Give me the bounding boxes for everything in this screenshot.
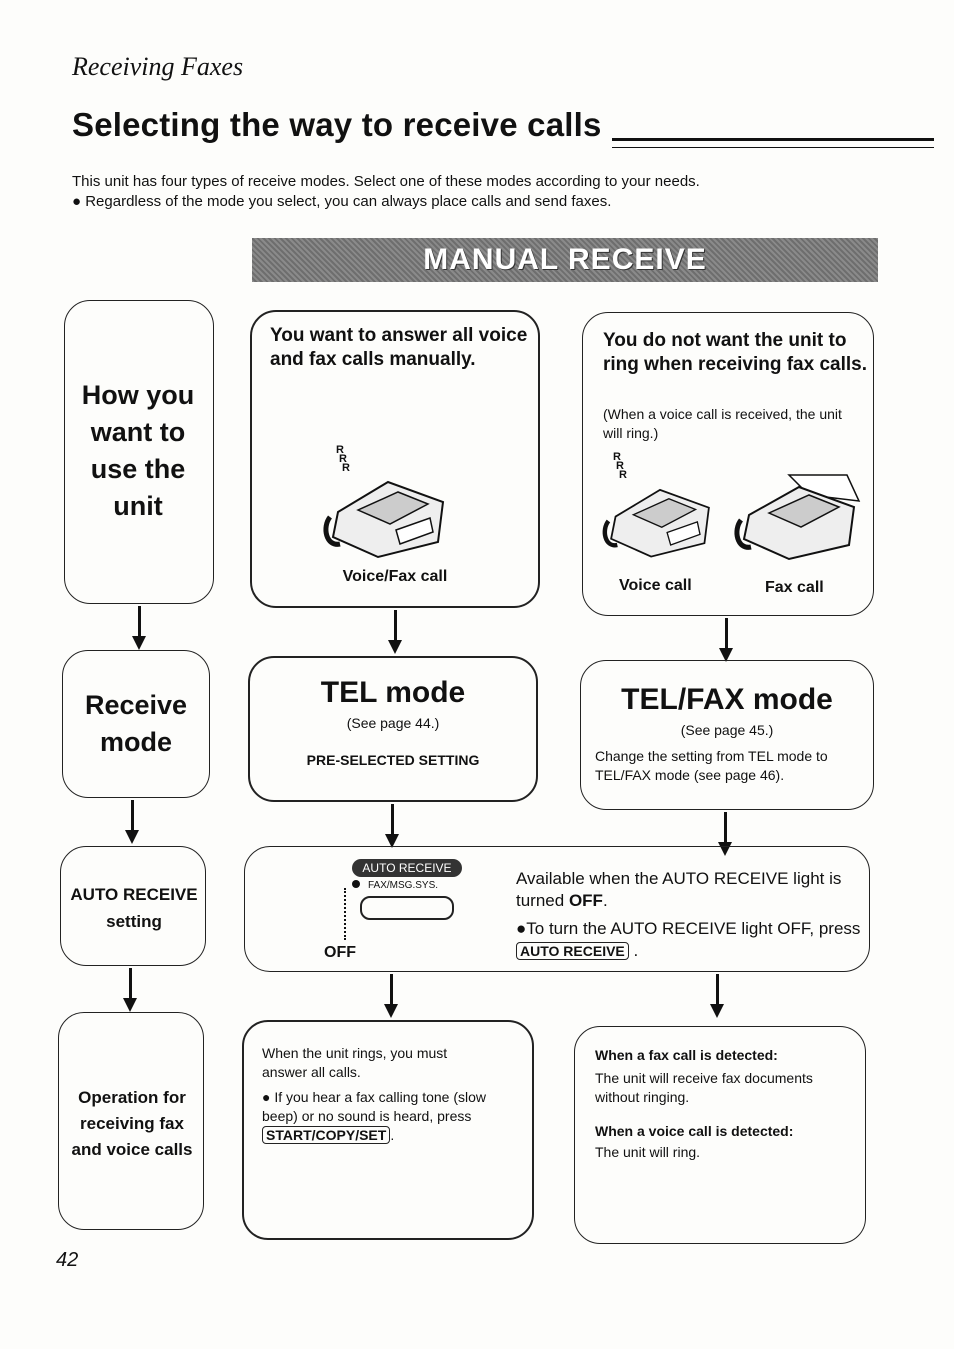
- lamp-sub-label: FAX/MSG.SYS.: [368, 880, 439, 891]
- tel-need-text: You want to answer all voice and fax cal…: [270, 325, 528, 370]
- telfax-need-text: You do not want the unit to ring when re…: [603, 330, 867, 375]
- tel-mode-title: TEL mode: [320, 676, 466, 709]
- telfax-need-note: (When a voice call is received, the unit…: [603, 406, 842, 441]
- row-auto-receive-label: AUTO RECEIVE setting: [70, 885, 198, 931]
- voice-detected-text: The unit will ring.: [595, 1144, 701, 1160]
- banner-text: MANUAL RECEIVE: [423, 243, 707, 276]
- tel-mode-page: (See page 44.): [346, 715, 440, 731]
- title-rule: [612, 138, 934, 148]
- voice-call-caption: Voice call: [619, 577, 692, 594]
- intro-line-1: This unit has four types of receive mode…: [72, 173, 700, 190]
- arrow-down-icon: [719, 618, 733, 662]
- lamp-leader-line: [344, 888, 346, 940]
- page-title: Selecting the way to receive calls: [72, 106, 602, 143]
- ring-glyph: R: [619, 469, 627, 481]
- row-auto-receive-box: AUTO RECEIVE setting: [60, 846, 206, 966]
- tel-operation-box: When the unit rings, you must answer all…: [242, 1020, 534, 1240]
- arrow-down-icon: [125, 800, 139, 844]
- ring-icon: R R R: [336, 444, 350, 474]
- arrow-down-icon: [123, 968, 137, 1012]
- auto-off-word: OFF: [568, 891, 603, 910]
- fax-machine-paper-icon: [734, 474, 861, 561]
- auto-receive-text: Available when the AUTO RECEIVE light is…: [516, 869, 842, 910]
- fax-call-caption: Fax call: [765, 579, 824, 596]
- arrow-down-icon: [718, 812, 732, 856]
- row-operation-box: Operation for receiving fax and voice ca…: [58, 1012, 204, 1230]
- intro-line-2: ● Regardless of the mode you select, you…: [72, 193, 612, 210]
- auto-line1: Available when the AUTO RECEIVE light is…: [516, 869, 842, 910]
- lamp-indicator-icon: [352, 880, 360, 888]
- telfax-mode-box: TEL/FAX mode (See page 45.) Change the s…: [580, 660, 874, 810]
- auto-line2: ●To turn the AUTO RECEIVE light OFF, pre…: [516, 919, 861, 938]
- telfax-mode-page: (See page 45.): [680, 722, 774, 738]
- voice-detected-head: When a voice call is detected:: [595, 1123, 794, 1139]
- arrow-down-icon: [388, 610, 402, 654]
- intro-text: This unit has four types of receive mode…: [72, 172, 700, 212]
- ring-glyph: R: [613, 451, 621, 463]
- arrow-down-icon: [384, 974, 398, 1018]
- row-receive-mode-box: Receive mode: [62, 650, 210, 798]
- start-copy-set-key: START/COPY/SET: [262, 1126, 391, 1144]
- tel-mode-box: TEL mode (See page 44.) PRE-SELECTED SET…: [248, 656, 538, 802]
- page-number: 42: [56, 1249, 79, 1271]
- telfax-need-box: You do not want the unit to ring when re…: [582, 312, 874, 616]
- row-receive-mode-label: Receive mode: [84, 690, 188, 757]
- auto-receive-key: AUTO RECEIVE: [516, 942, 629, 960]
- arrow-down-icon: [710, 974, 724, 1018]
- tel-mode-note: PRE-SELECTED SETTING: [306, 752, 480, 768]
- ring-glyph: R: [339, 453, 347, 465]
- fax-detected-head: When a fax call is detected:: [595, 1047, 778, 1063]
- tel-op-line2: ● If you hear a fax calling tone (slow b…: [262, 1089, 487, 1144]
- tel-caption: Voice/Fax call: [342, 568, 448, 585]
- off-label: OFF: [324, 944, 356, 961]
- telfax-operation-box: When a fax call is detected: The unit wi…: [574, 1026, 866, 1244]
- tel-need-box: You want to answer all voice and fax cal…: [250, 310, 540, 608]
- auto-receive-instruction: ●To turn the AUTO RECEIVE light OFF, pre…: [516, 919, 861, 960]
- ring-glyph: R: [616, 460, 624, 472]
- tel-op-line1: When the unit rings, you must answer all…: [262, 1045, 448, 1080]
- fax-detected-text: The unit will receive fax documents with…: [595, 1070, 813, 1105]
- auto-receive-box: [244, 846, 870, 972]
- row-operation-label: Operation for receiving fax and voice ca…: [71, 1088, 193, 1159]
- auto-receive-lamp-label: AUTO RECEIVE: [352, 859, 462, 877]
- telfax-mode-title: TEL/FAX mode: [621, 683, 833, 716]
- section-heading: Receiving Faxes: [72, 52, 244, 81]
- telfax-mode-note: Change the setting from TEL mode to TEL/…: [595, 748, 828, 783]
- row-how-box: How you want to use the unit: [64, 300, 214, 604]
- ring-glyph: R: [342, 462, 350, 474]
- arrow-down-icon: [132, 606, 146, 650]
- manual-receive-banner: MANUAL RECEIVE: [252, 238, 878, 282]
- ring-glyph: R: [336, 444, 344, 456]
- row-how-label: How you want to use the unit: [81, 380, 195, 521]
- fax-machine-icon: [323, 480, 445, 559]
- fax-machine-icon: [602, 488, 710, 558]
- ring-icon: R R R: [613, 451, 627, 481]
- arrow-down-icon: [385, 804, 399, 848]
- auto-receive-button-icon: [360, 896, 454, 920]
- tel-op-line2-text: ● If you hear a fax calling tone (slow b…: [262, 1089, 487, 1124]
